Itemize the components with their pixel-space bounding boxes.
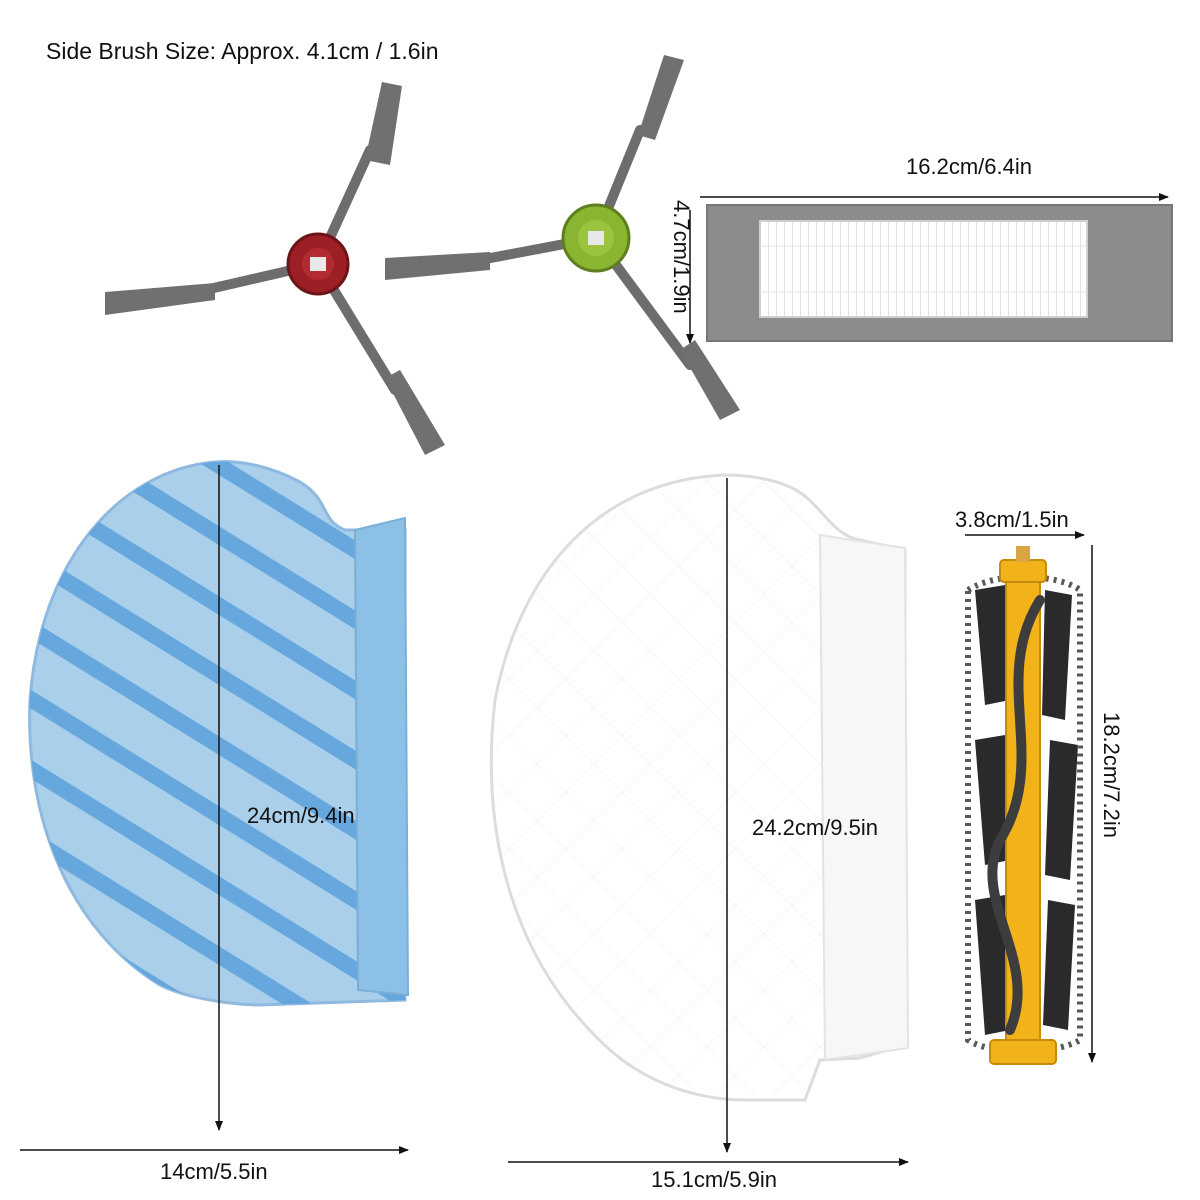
side-brush-size-label: Side Brush Size: Approx. 4.1cm / 1.6in — [46, 38, 439, 64]
main-brush-width-label: 3.8cm/1.5in — [955, 507, 1069, 532]
white-pad-height-label: 24.2cm/9.5in — [752, 815, 878, 840]
main-brush-height-label: 18.2cm/7.2in — [1099, 712, 1124, 838]
filter-height-label: 4.7cm/1.9in — [669, 200, 694, 314]
side-brush-red — [105, 82, 445, 455]
white-disposable-pad — [489, 473, 910, 1166]
white-pad-width-label: 15.1cm/5.9in — [651, 1167, 777, 1192]
main-roller-brush — [965, 531, 1096, 1065]
hepa-filter — [686, 193, 1173, 344]
side-brush-green — [385, 55, 740, 420]
blue-mop-pad — [20, 460, 410, 1154]
blue-mop-width-label: 14cm/5.5in — [160, 1159, 268, 1184]
blue-mop-height-label: 24cm/9.4in — [247, 803, 355, 828]
filter-width-label: 16.2cm/6.4in — [906, 154, 1032, 179]
